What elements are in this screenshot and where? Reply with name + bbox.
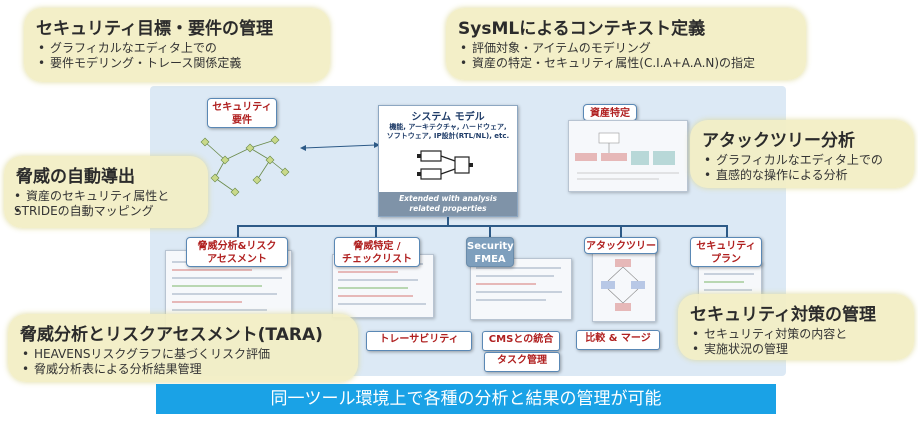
task-management-button[interactable]: タスク管理 bbox=[484, 352, 560, 372]
callout-threat-derivation-title: 脅威の自動導出 bbox=[16, 167, 135, 187]
connector-drop-1 bbox=[237, 225, 239, 237]
footer-banner: 同一ツール環境上で各種の分析と結果の管理が可能 bbox=[156, 384, 776, 414]
block-diagram-icon bbox=[417, 150, 473, 180]
callout-attack-tree-item-cont: 直感的な操作による分析 bbox=[704, 168, 902, 183]
system-model-line1: 機能, アーキテクチャ, ハードウェア, bbox=[389, 123, 507, 131]
connector-drop-5 bbox=[726, 225, 728, 237]
callout-security-goals-item-2: 要件モデリング・トレース関係定義 bbox=[50, 56, 242, 70]
callout-attack-tree: アタックツリー分析 グラフィカルなエディタ上での 直感的な操作による分析 bbox=[690, 120, 914, 188]
callout-sysml: SysMLによるコンテキスト定義 評価対象・アイテムのモデリング 資産の特定・セ… bbox=[446, 8, 806, 80]
callout-tara-item-1: HEAVENSリスクグラフに基づくリスク評価 bbox=[22, 347, 346, 362]
requirements-mindmap-graphic bbox=[200, 135, 290, 197]
fmea-thumbnail bbox=[470, 258, 572, 320]
callout-security-goals-title: セキュリティ目標・要件の管理 bbox=[36, 19, 273, 39]
system-model-line2: ソフトウェア, IP設計(RTL/NL), etc. bbox=[386, 132, 510, 140]
callout-security-goals: セキュリティ目標・要件の管理 グラフィカルなエディタ上での 要件モデリング・トレ… bbox=[24, 8, 330, 82]
connector-drop-2 bbox=[375, 225, 377, 237]
connector-drop-3 bbox=[489, 225, 491, 237]
callout-tara-item-2: 脅威分析表による分析結果管理 bbox=[22, 362, 346, 377]
callout-threat-derivation-item-2: STRIDEの自動マッピング bbox=[14, 204, 154, 218]
callout-security-goals-item-cont: 要件モデリング・トレース関係定義 bbox=[38, 56, 318, 71]
callout-tara: 脅威分析とリスクアセスメント(TARA) HEAVENSリスクグラフに基づくリス… bbox=[8, 314, 358, 382]
callout-security-goals-item: グラフィカルなエディタ上での bbox=[38, 41, 318, 56]
callout-countermeasure: セキュリティ対策の管理 セキュリティ対策の内容と 実施状況の管理 bbox=[678, 294, 914, 360]
connector-trunk bbox=[447, 217, 449, 225]
callout-threat-derivation-item-cont: STRIDEの自動マッピング bbox=[14, 204, 196, 219]
callout-attack-tree-title: アタックツリー分析 bbox=[702, 131, 855, 151]
module-fmea-label[interactable]: Security FMEA bbox=[466, 237, 514, 267]
module-security-plan-label[interactable]: セキュリティ プラン bbox=[690, 237, 762, 267]
module-tara-label[interactable]: 脅威分析&リスク アセスメント bbox=[186, 237, 288, 267]
callout-sysml-title: SysMLによるコンテキスト定義 bbox=[458, 19, 706, 39]
asset-identification-label[interactable]: 資産特定 bbox=[583, 104, 637, 121]
extended-properties-label: Extended with analysis related propertie… bbox=[379, 192, 517, 216]
attack-tree-thumbnail bbox=[592, 250, 656, 322]
callout-attack-tree-item-1: グラフィカルなエディタ上での bbox=[704, 153, 902, 168]
system-model-title: システム モデル bbox=[411, 112, 485, 123]
compare-merge-button[interactable]: 比較 & マージ bbox=[576, 330, 660, 350]
connector-bus bbox=[237, 225, 727, 227]
callout-attack-tree-item-2: 直感的な操作による分析 bbox=[716, 168, 848, 182]
callout-countermeasure-title: セキュリティ対策の管理 bbox=[690, 305, 876, 325]
callout-threat-derivation: 脅威の自動導出 資産のセキュリティ属性と STRIDEの自動マッピング bbox=[4, 156, 208, 228]
callout-tara-title: 脅威分析とリスクアセスメント(TARA) bbox=[20, 325, 323, 345]
cms-integration-button[interactable]: CMSとの統合 bbox=[482, 331, 560, 351]
module-checklist-label[interactable]: 脅威特定 / チェックリスト bbox=[334, 237, 420, 267]
callout-threat-derivation-item-1: 資産のセキュリティ属性と bbox=[14, 189, 196, 204]
security-requirements-label[interactable]: セキュリティ 要件 bbox=[207, 98, 277, 128]
system-model-box[interactable]: システム モデル 機能, アーキテクチャ, ハードウェア, ソフトウェア, IP… bbox=[378, 105, 518, 217]
callout-sysml-item-1: 評価対象・アイテムのモデリング bbox=[460, 41, 794, 56]
callout-countermeasure-item-2: 実施状況の管理 bbox=[704, 342, 789, 356]
asset-diagram-thumbnail bbox=[568, 120, 688, 192]
traceability-button[interactable]: トレーサビリティ bbox=[366, 331, 472, 351]
connector-drop-4 bbox=[620, 225, 622, 237]
trace-arrow bbox=[300, 142, 380, 151]
callout-countermeasure-item-1: セキュリティ対策の内容と bbox=[692, 327, 902, 342]
module-attack-tree-label[interactable]: アタックツリー bbox=[584, 237, 658, 254]
callout-countermeasure-item-cont: 実施状況の管理 bbox=[692, 342, 902, 357]
callout-sysml-item-2: 資産の特定・セキュリティ属性(C.I.A+A.A.N)の指定 bbox=[460, 56, 794, 71]
